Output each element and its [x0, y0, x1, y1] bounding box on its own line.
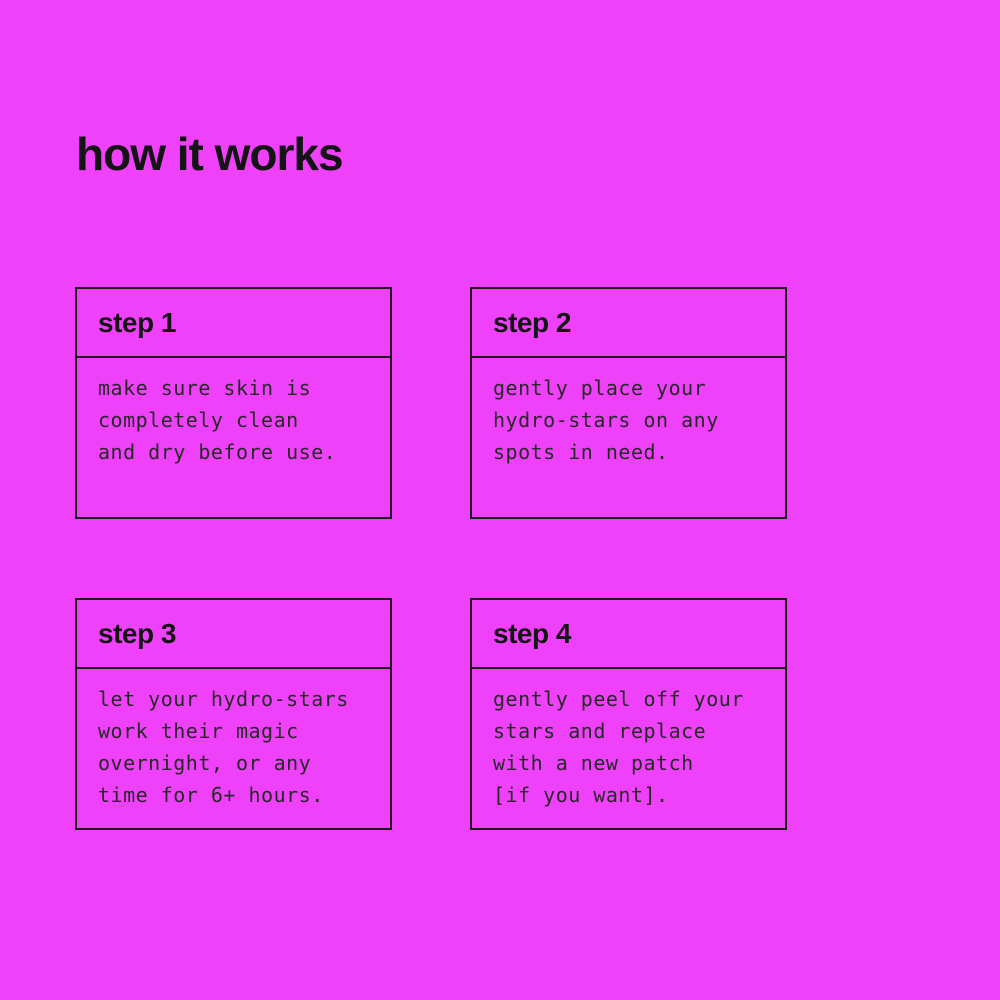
step-description: let your hydro-stars work their magic ov…: [98, 687, 349, 807]
step-card-body: gently place your hydro-stars on any spo…: [472, 358, 785, 517]
step-card-2: step 2 gently place your hydro-stars on …: [470, 287, 787, 519]
step-card-body: gently peel off your stars and replace w…: [472, 669, 785, 828]
steps-grid: step 1 make sure skin is completely clea…: [75, 287, 789, 830]
step-card-1: step 1 make sure skin is completely clea…: [75, 287, 392, 519]
step-label: step 1: [98, 306, 176, 338]
step-description: make sure skin is completely clean and d…: [98, 376, 337, 464]
step-description: gently place your hydro-stars on any spo…: [493, 376, 719, 464]
step-card-header: step 2: [472, 289, 785, 358]
step-card-3: step 3 let your hydro-stars work their m…: [75, 598, 392, 830]
step-card-body: make sure skin is completely clean and d…: [77, 358, 390, 517]
step-card-header: step 3: [77, 600, 390, 669]
step-card-body: let your hydro-stars work their magic ov…: [77, 669, 390, 828]
step-label: step 2: [493, 306, 571, 338]
step-card-header: step 1: [77, 289, 390, 358]
page-title: how it works: [76, 127, 344, 180]
step-label: step 4: [493, 617, 571, 649]
step-card-4: step 4 gently peel off your stars and re…: [470, 598, 787, 830]
step-card-header: step 4: [472, 600, 785, 669]
step-description: gently peel off your stars and replace w…: [493, 687, 744, 807]
step-label: step 3: [98, 617, 176, 649]
